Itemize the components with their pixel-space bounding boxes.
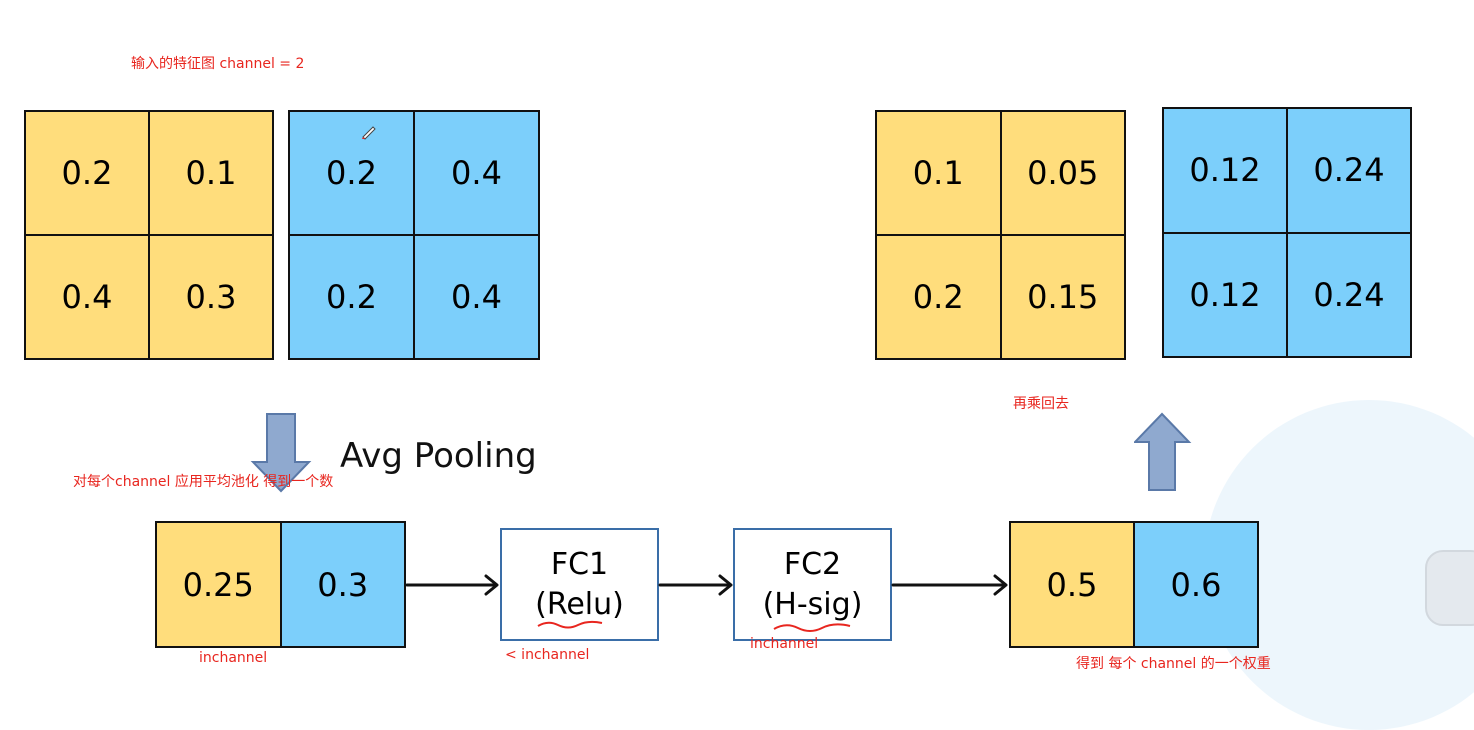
weights-vector: 0.5 0.6 — [1009, 521, 1259, 648]
input-map-blue: 0.2 0.4 0.2 0.4 — [288, 110, 540, 360]
fc2-block: FC2 (H-sig) — [733, 528, 892, 641]
tv-icon — [1425, 550, 1474, 626]
pooled-vector: 0.25 0.3 — [155, 521, 406, 648]
map-cell: 0.24 — [1288, 109, 1410, 232]
inchannel-label: inchannel — [199, 650, 268, 666]
fc1-block: FC1 (Relu) — [500, 528, 659, 641]
map-cell: 0.12 — [1164, 233, 1286, 356]
up-arrow-icon — [1134, 412, 1192, 491]
down-arrow-icon — [250, 413, 312, 493]
input-caption: 输入的特征图 channel = 2 — [131, 56, 305, 72]
map-cell: 0.4 — [26, 236, 148, 358]
input-map-yellow: 0.2 0.1 0.4 0.3 — [24, 110, 274, 360]
map-cell: 0.24 — [1288, 233, 1410, 356]
hsig-underline — [773, 623, 851, 632]
map-cell: 0.2 — [877, 236, 1000, 358]
map-cell: 0.4 — [415, 236, 538, 358]
inchannel-label: inchannel — [750, 636, 819, 652]
map-cell: 0.15 — [1001, 236, 1124, 358]
output-map-yellow: 0.1 0.05 0.2 0.15 — [875, 110, 1126, 360]
pool-caption: 对每个channel 应用平均池化 得到一个数 — [73, 474, 334, 490]
inchannel-reduced-label: < inchannel — [505, 647, 590, 663]
multiply-back-caption: 再乘回去 — [1013, 396, 1069, 412]
map-cell: 0.4 — [415, 112, 538, 234]
arrow-head — [484, 574, 499, 596]
map-cell: 0.05 — [1001, 112, 1124, 234]
vector-cell: 0.5 — [1011, 523, 1133, 646]
map-cell: 0.1 — [150, 112, 272, 234]
fc1-title: FC1 — [550, 546, 609, 582]
arrow-head — [718, 574, 733, 596]
fc1-activation: (Relu) — [535, 586, 624, 622]
pen-cursor-icon — [362, 126, 376, 140]
output-map-blue: 0.12 0.24 0.12 0.24 — [1162, 107, 1412, 358]
weight-caption: 得到 每个 channel 的一个权重 — [1076, 656, 1271, 672]
map-cell: 0.2 — [26, 112, 148, 234]
map-cell: 0.1 — [877, 112, 1000, 234]
fc2-title: FC2 — [783, 546, 842, 582]
map-cell: 0.3 — [150, 236, 272, 358]
vector-cell: 0.3 — [281, 523, 404, 646]
map-cell: 0.2 — [290, 236, 413, 358]
map-cell: 0.12 — [1164, 109, 1286, 232]
fc2-activation: (H-sig) — [762, 586, 863, 622]
avg-pooling-label: Avg Pooling — [340, 436, 537, 476]
map-cell: 0.2 — [290, 112, 413, 234]
relu-underline — [537, 620, 603, 629]
vector-cell: 0.25 — [157, 523, 280, 646]
arrow-head — [993, 574, 1008, 596]
vector-cell: 0.6 — [1135, 523, 1257, 646]
